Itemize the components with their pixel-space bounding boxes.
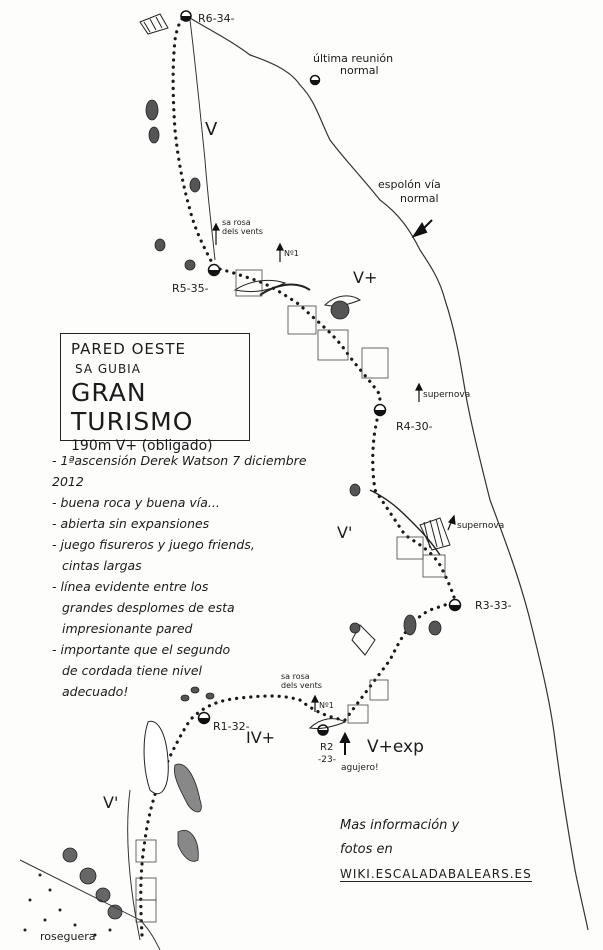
grade-top: V (205, 119, 218, 140)
note-text: 1ªascensión Derek Watson 7 diciembre 201… (52, 453, 307, 489)
note-dash: - (52, 579, 57, 594)
route-notes: -1ªascensión Derek Watson 7 diciembre 20… (52, 450, 332, 702)
grade-upper-right: V+ (353, 268, 377, 287)
note-line: -línea evidente entre los (52, 576, 332, 597)
label-espolon-normal: normal (400, 192, 439, 205)
label-espolon: espolón vía (378, 178, 441, 191)
label-n1-top: Nº1 (284, 249, 299, 258)
grade-mid-left: IV+ (246, 728, 275, 747)
route-title: GRAN TURISMO (71, 378, 194, 436)
label-supernova-1: supernova (423, 390, 470, 400)
belay-r4-marker (373, 403, 387, 417)
belay-r5-label: R5-35- (172, 282, 209, 295)
label-roseguera: roseguera (40, 930, 96, 943)
note-dash: - (52, 453, 57, 468)
wall-name: PARED OESTE (71, 340, 187, 358)
label-ultima-normal: normal (340, 64, 379, 77)
note-dash: - (52, 495, 57, 510)
arrow-supernova-2 (447, 514, 456, 531)
note-text: línea evidente entre los (60, 579, 209, 594)
note-line: -juego fisureros y juego friends, (52, 534, 332, 555)
note-text: adecuado! (62, 684, 129, 699)
label-dels-vents-low: dels vents (281, 681, 322, 690)
label-n1-low: Nº1 (319, 701, 334, 710)
belay-r1-label: R1-32- (213, 720, 250, 733)
roof-hatch-top (139, 13, 169, 35)
note-line: impresionante pared (52, 618, 332, 639)
arrow-n1-low (311, 694, 319, 712)
note-text: juego fisureros y juego friends, (60, 537, 255, 552)
label-supernova-2: supernova (457, 521, 504, 531)
arrow-espolon (411, 219, 433, 238)
gully-line (189, 19, 216, 261)
belay-r6-marker (180, 10, 192, 22)
note-text: impresionante pared (62, 621, 193, 636)
note-text: abierta sin expansiones (60, 516, 210, 531)
route-info-box: PARED OESTE SA GUBIA GRAN TURISMO 190m V… (60, 333, 250, 454)
roof-hatch-crux (308, 624, 376, 729)
pitch-boxes (135, 269, 446, 923)
more-info-block: Mas información y fotos en WIKI.ESCALADA… (340, 814, 532, 887)
note-line: -abierta sin expansiones (52, 513, 332, 534)
pillar-hatched-2 (177, 829, 199, 862)
note-line: grandes desplomes de esta (52, 597, 332, 618)
route-line (139, 13, 457, 937)
label-sa-rosa-low: sa rosa (281, 672, 310, 681)
pillar-lower-left (143, 720, 169, 795)
belay-r1-marker (197, 711, 211, 725)
left-base-line (127, 789, 141, 941)
scree-dots (23, 873, 112, 937)
note-line: -importante que el segundo (52, 639, 332, 660)
note-text: buena roca y buena vía... (60, 495, 220, 510)
more-info-url: WIKI.ESCALADABALEARS.ES (340, 867, 532, 882)
arrow-agujero (339, 731, 351, 755)
note-line: de cordada tiene nivel (52, 660, 332, 681)
arrow-supernova (415, 382, 423, 402)
roof-hatch-middle (419, 517, 451, 551)
label-dels-vents: dels vents (222, 227, 263, 236)
more-info-line1: Mas información y (340, 818, 460, 833)
note-line: adecuado! (52, 681, 332, 702)
belay-r2-length: -23- (318, 755, 336, 765)
arrow-n1-top (276, 242, 284, 262)
belay-r5-marker (207, 263, 221, 277)
wall-outline (189, 17, 589, 931)
note-text: importante que el segundo (60, 642, 231, 657)
belay-r2-label: R2 (320, 742, 333, 753)
belay-r3-label: R3-33- (475, 599, 512, 612)
grade-middle: V' (337, 523, 352, 542)
note-dash: - (52, 642, 57, 657)
note-line: -buena roca y buena vía... (52, 492, 332, 513)
label-ultima-reunion: última reunión (313, 52, 393, 65)
roof-line-middle (369, 489, 441, 556)
route-length-grade: 190m V+ (obligado) (71, 438, 213, 454)
more-info-line2: fotos en (340, 842, 393, 857)
label-sa-rosa: sa rosa (222, 218, 251, 227)
belay-r6-label: R6-34- (198, 12, 235, 25)
note-dash: - (52, 537, 57, 552)
belay-r3-marker (448, 598, 462, 612)
roof-line-upper (259, 283, 311, 296)
note-text: grandes desplomes de esta (62, 600, 235, 615)
note-dash: - (52, 516, 57, 531)
note-text: de cordada tiene nivel (62, 663, 203, 678)
belay-r4-label: R4-30- (396, 420, 433, 433)
arrow-sa-rosa (212, 222, 220, 245)
trees-bottom (62, 847, 123, 920)
belay-r2-marker (317, 724, 329, 736)
ground-slope (19, 859, 161, 950)
note-text: cintas largas (62, 558, 142, 573)
note-line: -1ªascensión Derek Watson 7 diciembre 20… (52, 450, 332, 492)
grade-bottom: V' (103, 793, 118, 812)
area-name: SA GUBIA (75, 362, 141, 376)
belay-last-normal-marker (309, 74, 321, 86)
rock-blobs (145, 99, 442, 702)
label-agujero: agujero! (341, 763, 379, 773)
pillar-hatched (173, 763, 202, 813)
grade-crux: V+exp (367, 737, 424, 757)
note-line: cintas largas (52, 555, 332, 576)
